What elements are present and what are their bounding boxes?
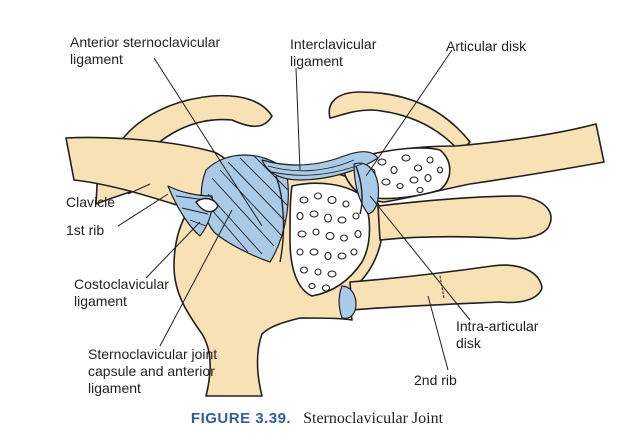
label-line: ligament bbox=[70, 51, 123, 67]
label-sternoclavicular-joint-capsule: Sternoclavicular joint capsule and anter… bbox=[88, 346, 217, 397]
leader-anterior-sc-ligament bbox=[153, 57, 263, 227]
leader-interclavicular-ligament bbox=[295, 67, 301, 171]
label-second-rib: 2nd rib bbox=[414, 372, 457, 389]
label-line: Articular disk bbox=[446, 38, 527, 54]
label-line: ligament bbox=[290, 53, 343, 69]
leader-articular-disk bbox=[365, 49, 453, 177]
label-clavicle: Clavicle bbox=[66, 194, 115, 211]
label-line: disk bbox=[456, 335, 481, 351]
figure-caption: FIGURE 3.39. Sternoclavicular Joint bbox=[0, 410, 634, 428]
leader-sc-joint-capsule bbox=[159, 209, 233, 347]
label-anterior-sternoclavicular-ligament: Anterior sternoclavicular ligament bbox=[70, 34, 220, 68]
leader-intra-articular-disk bbox=[369, 195, 471, 321]
label-line: 2nd rib bbox=[414, 372, 457, 388]
leader-costoclavicular-ligament bbox=[145, 221, 201, 279]
left-upper-rib bbox=[107, 94, 273, 177]
intra-articular-disk-shape bbox=[338, 285, 357, 319]
label-line: Intra-articular bbox=[456, 318, 539, 334]
figure-number: FIGURE 3.39. bbox=[190, 410, 292, 427]
label-line: Costoclavicular bbox=[74, 276, 169, 292]
label-line: Anterior sternoclavicular bbox=[70, 34, 221, 50]
label-costoclavicular-ligament: Costoclavicular ligament bbox=[74, 276, 169, 310]
leader-first-rib bbox=[117, 193, 169, 227]
label-first-rib: 1st rib bbox=[66, 222, 104, 239]
right-second-rib bbox=[349, 264, 543, 311]
label-articular-disk: Articular disk bbox=[446, 38, 526, 55]
label-line: 1st rib bbox=[66, 222, 105, 238]
right-upper-rib bbox=[328, 91, 471, 153]
right-first-rib bbox=[377, 195, 552, 241]
label-line: ligament bbox=[74, 293, 127, 309]
label-line: capsule and anterior bbox=[88, 363, 215, 379]
leader-second-rib bbox=[427, 295, 449, 371]
label-line: ligament bbox=[88, 380, 141, 396]
label-line: Interclavicular bbox=[290, 36, 377, 52]
label-line: Sternoclavicular joint bbox=[88, 346, 218, 362]
label-intra-articular-disk: Intra-articular disk bbox=[456, 318, 538, 352]
label-interclavicular-ligament: Interclavicular ligament bbox=[290, 36, 376, 70]
label-line: Clavicle bbox=[66, 194, 116, 210]
leader-clavicle bbox=[127, 183, 151, 195]
figure-title: Sternoclavicular Joint bbox=[303, 410, 444, 427]
